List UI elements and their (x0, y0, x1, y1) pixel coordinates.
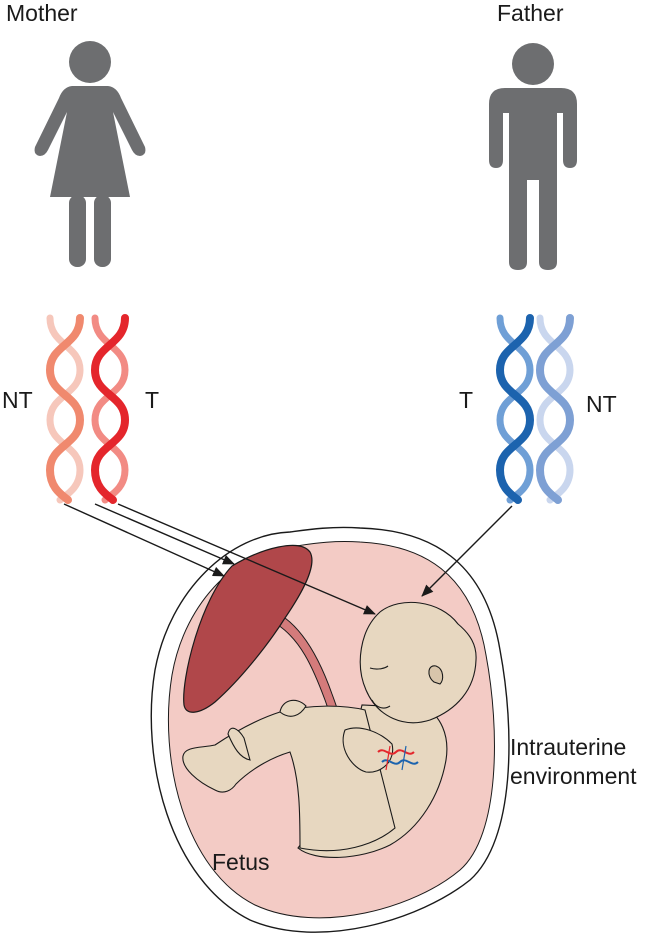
arrow-mother-t-to-fetus (117, 503, 376, 615)
mother-t-dna-helix-icon (90, 314, 130, 504)
fetal-dna-icon (377, 745, 419, 771)
father-label: Father (497, 0, 564, 26)
environment-label-line1: Intrauterine (510, 734, 627, 760)
mother-figure-icon (34, 41, 146, 267)
father-nt-dna-helix-icon (535, 314, 575, 504)
fetus-label: Fetus (212, 849, 270, 875)
environment-label-line2: environment (510, 763, 637, 789)
father-nt-label: NT (586, 391, 617, 417)
mother-nt-label: NT (2, 387, 33, 413)
arrow-mother-t-to-placenta (94, 503, 235, 565)
mother-t-label: T (145, 387, 160, 413)
father-t-dna-helix-icon (495, 314, 535, 504)
father-figure-icon (489, 43, 577, 270)
arrow-mother-nt-to-placenta (63, 503, 225, 577)
mother-nt-dna-helix-icon (45, 314, 85, 504)
fetus-icon (182, 601, 477, 859)
intrauterine-environment-label: Intrauterine environment (510, 733, 637, 791)
arrow-father-t-to-fetus (421, 505, 513, 597)
inheritance-arrows (63, 503, 513, 615)
mother-label: Mother (6, 0, 78, 26)
father-t-label: T (459, 387, 474, 413)
